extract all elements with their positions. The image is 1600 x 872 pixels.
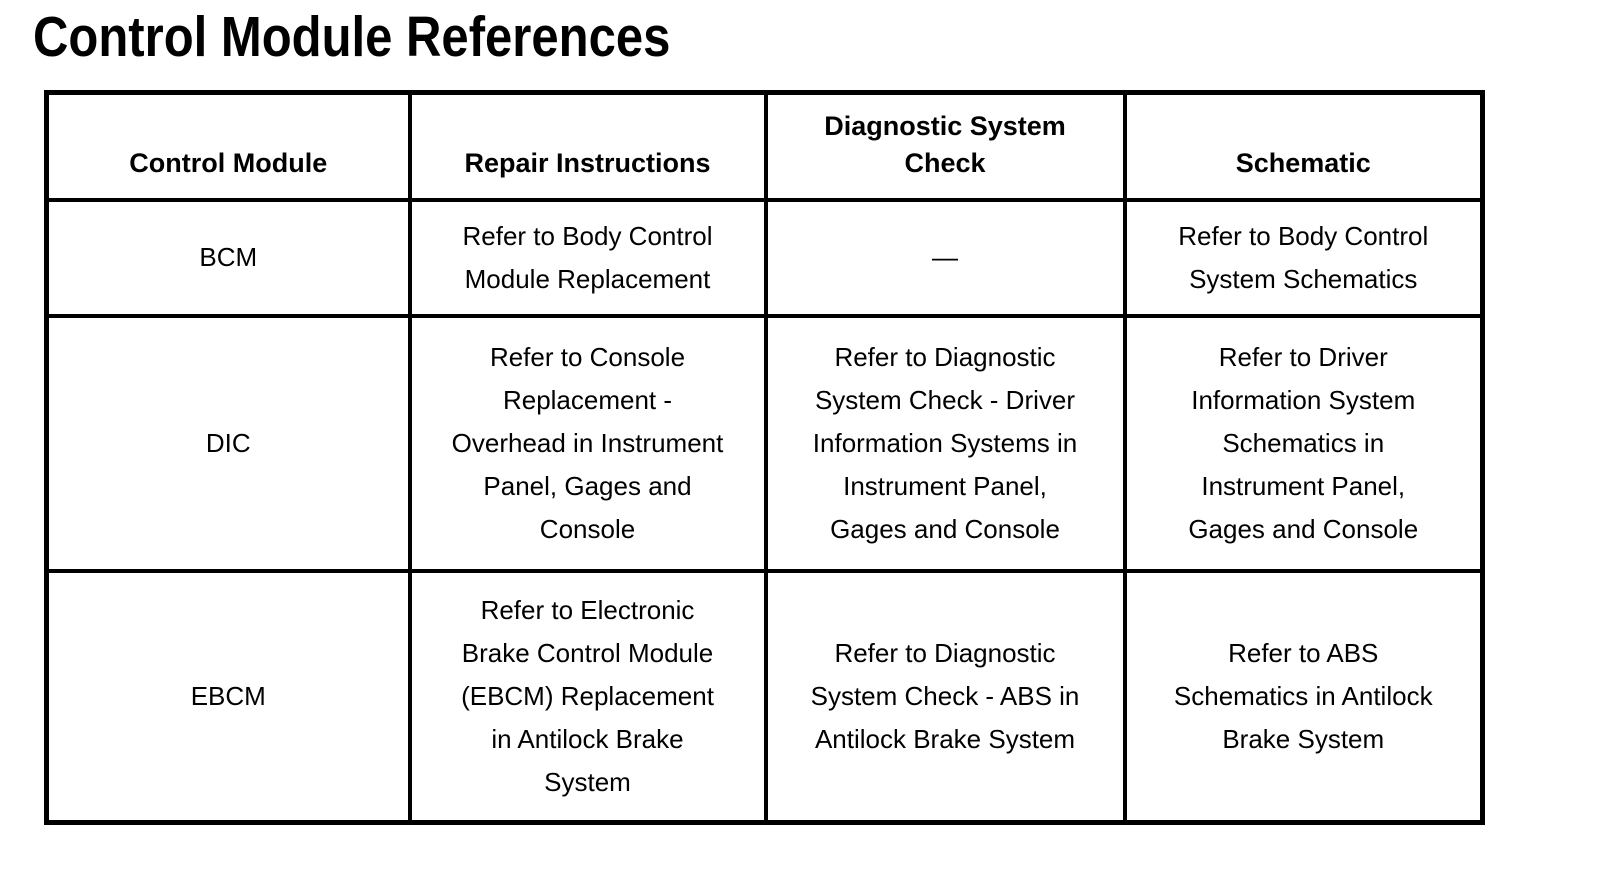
cell-diagnostic-system-check: Refer to Diagnostic System Check - ABS i…: [763, 568, 1127, 825]
table-row: EBCM Refer to Electronic Brake Control M…: [44, 568, 1485, 825]
cell-repair-instructions: Refer to Electronic Brake Control Module…: [407, 568, 768, 825]
table-row: DIC Refer to Console Replacement - Overh…: [44, 313, 1485, 573]
page-title: Control Module References: [33, 5, 671, 69]
cell-repair-instructions: Refer to Body Control Module Replacement: [407, 197, 768, 318]
cell-schematic: Refer to Body Control System Schematics: [1122, 197, 1485, 318]
table-row: BCM Refer to Body Control Module Replace…: [44, 197, 1485, 318]
column-header-schematic: Schematic: [1122, 90, 1485, 202]
cell-schematic: Refer to Driver Information System Schem…: [1122, 313, 1485, 573]
cell-control-module: BCM: [44, 197, 412, 318]
cell-repair-instructions: Refer to Console Replacement - Overhead …: [407, 313, 768, 573]
column-header-control-module: Control Module: [44, 90, 412, 202]
cell-control-module: DIC: [44, 313, 412, 573]
table-header-row: Control Module Repair Instructions Diagn…: [44, 90, 1485, 202]
column-header-diagnostic-system-check: Diagnostic System Check: [763, 90, 1127, 202]
column-header-repair-instructions: Repair Instructions: [407, 90, 768, 202]
control-module-references-table: Control Module Repair Instructions Diagn…: [44, 90, 1485, 825]
cell-diagnostic-system-check: —: [763, 197, 1127, 318]
cell-schematic: Refer to ABS Schematics in Antilock Brak…: [1122, 568, 1485, 825]
cell-diagnostic-system-check: Refer to Diagnostic System Check - Drive…: [763, 313, 1127, 573]
cell-control-module: EBCM: [44, 568, 412, 825]
